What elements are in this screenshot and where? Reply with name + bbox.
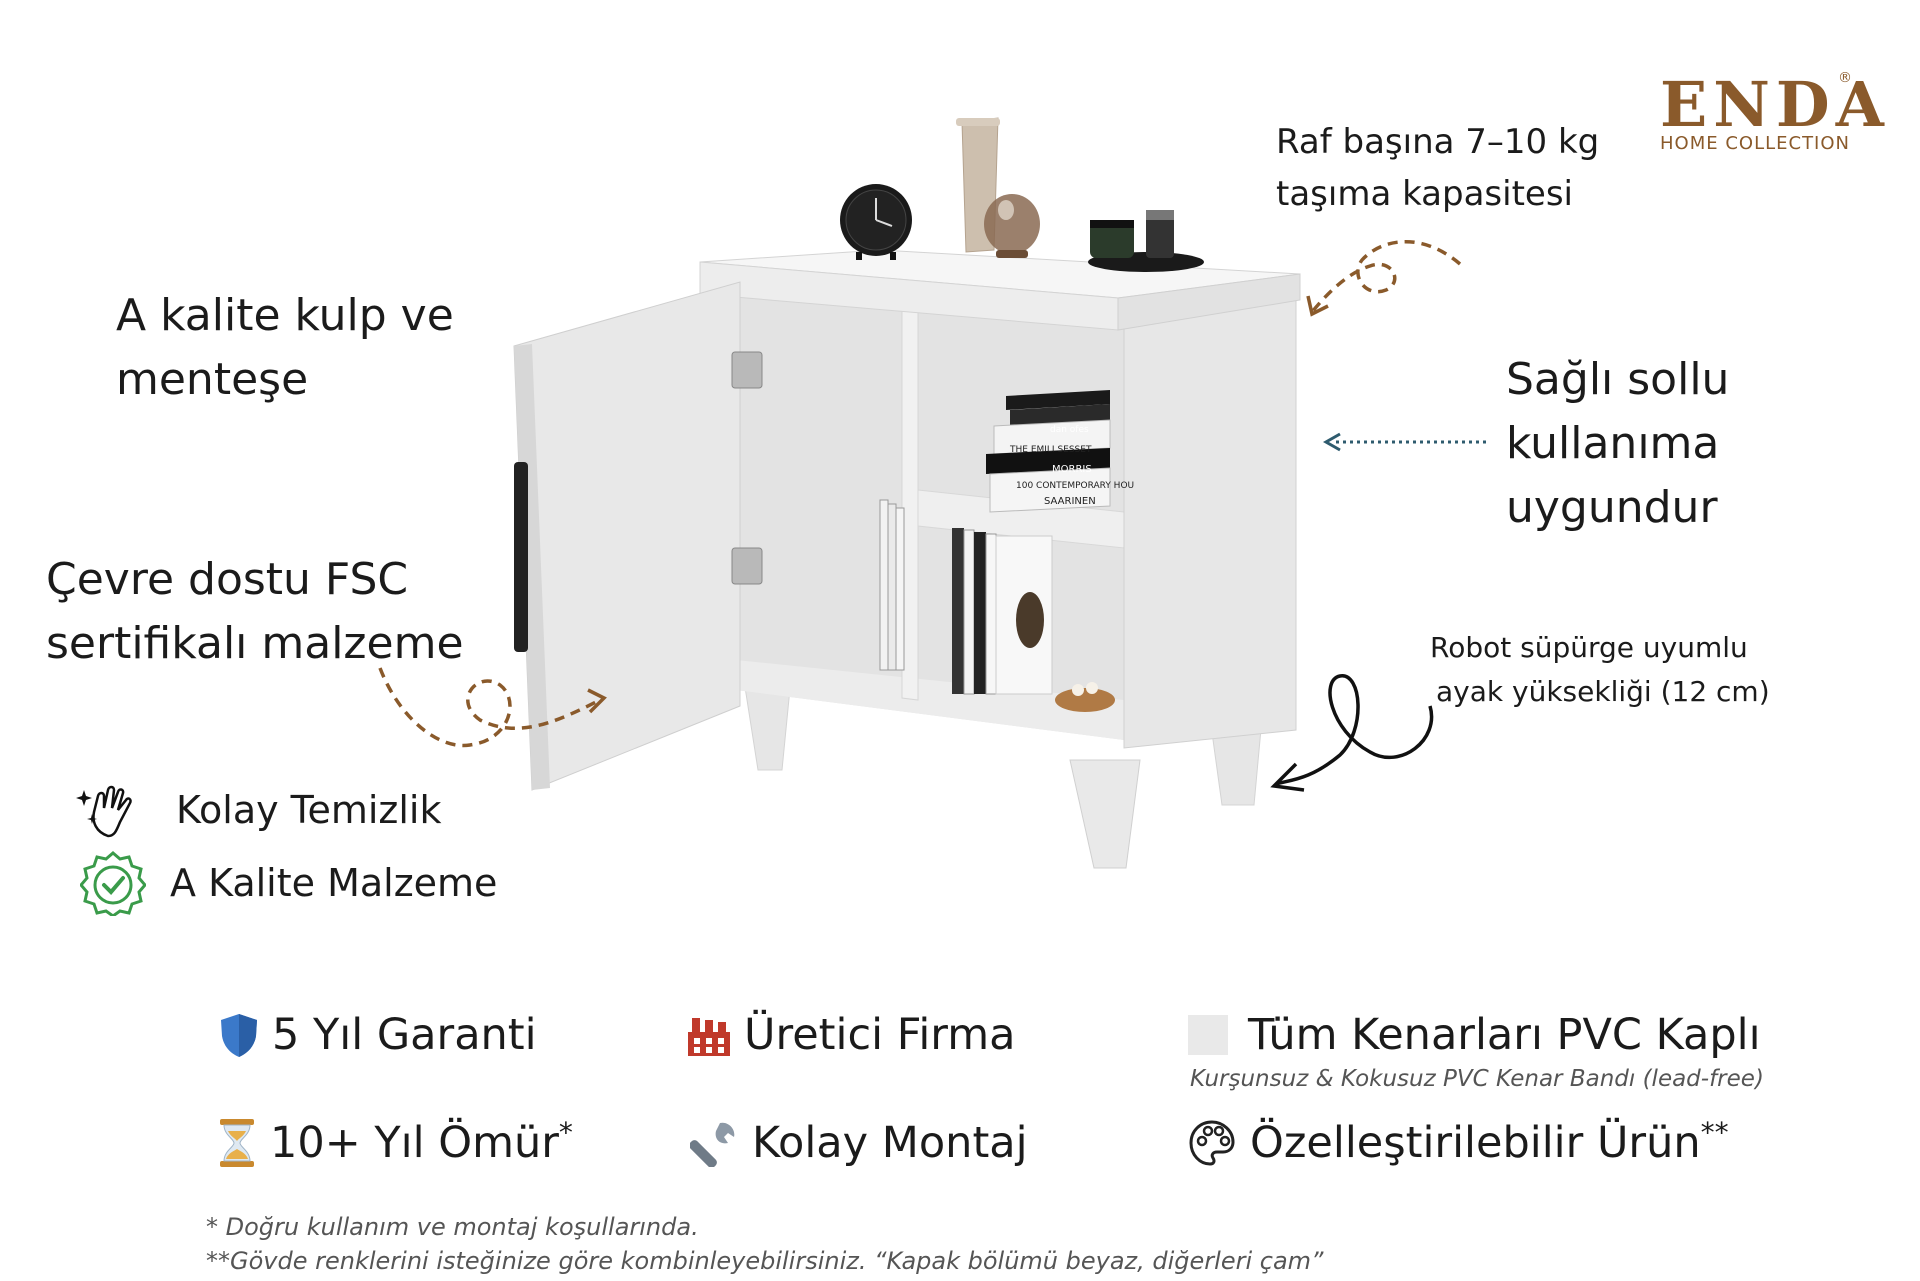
square-icon <box>1188 1015 1228 1055</box>
feature-label-text: Özelleştirilebilir Ürün <box>1250 1118 1701 1168</box>
book-title: THE EMILI SESSET <box>1009 445 1092 455</box>
fsc-arrow <box>378 667 601 748</box>
feature-assembly: Kolay Montaj <box>690 1118 1028 1168</box>
factory-icon <box>688 1018 730 1056</box>
feature-warranty: 5 Yıl Garanti <box>218 1010 537 1060</box>
feature-label: Kolay Montaj <box>752 1118 1028 1168</box>
door-handle <box>514 462 528 652</box>
badge-label: Kolay Temizlik <box>176 788 442 832</box>
callout-robot: Robot süpürge uyumlu ayak yüksekliği (12… <box>1430 626 1770 714</box>
book-title: dan ofes <box>1050 425 1089 435</box>
callout-capacity: Raf başına 7–10 kg taşıma kapasitesi <box>1276 116 1599 220</box>
book-title: 100 CONTEMPORARY HOU <box>1016 481 1134 491</box>
footnote-mark: * <box>558 1116 573 1149</box>
feature-label: 10+ Yıl Ömür* <box>270 1116 573 1168</box>
brand-logo: ENDA ® HOME COLLECTION <box>1660 68 1884 154</box>
callout-line: taşıma kapasitesi <box>1276 174 1574 214</box>
callout-line: Çevre dostu FSC <box>46 554 409 605</box>
callout-line: uygundur <box>1506 482 1718 533</box>
door-hinge <box>731 351 763 389</box>
callout-line: ayak yüksekliği (12 cm) <box>1436 675 1770 708</box>
feature-label: Tüm Kenarları PVC Kaplı <box>1248 1010 1761 1060</box>
capacity-arrow <box>1310 239 1462 314</box>
book-stack-top: dan ofes THE EMILI SESSET MORRIS 100 CON… <box>986 390 1134 513</box>
cabinet-leg <box>1069 759 1141 869</box>
badge-quality: A Kalite Malzeme <box>80 850 497 916</box>
feature-manufacturer: Üretici Firma <box>686 1010 1015 1060</box>
brand-tagline: HOME COLLECTION <box>1660 133 1850 154</box>
callout-line: menteşe <box>116 354 309 405</box>
callout-line: Sağlı sollu <box>1506 354 1730 405</box>
callout-line: sertifikalı malzeme <box>46 618 464 669</box>
shield-icon <box>221 1014 257 1057</box>
glass-ornament <box>984 194 1040 258</box>
book-title: MORRIS <box>1052 464 1092 475</box>
desk-clock <box>840 184 912 260</box>
footnote-mark: ** <box>1700 1116 1729 1149</box>
registered-mark: ® <box>1838 70 1852 86</box>
callout-line: A kalite kulp ve <box>116 290 454 341</box>
quality-check-icon <box>80 851 146 916</box>
hourglass-icon <box>220 1119 254 1167</box>
callout-sides: Sağlı sollu kullanıma uygundur <box>1506 348 1729 540</box>
book-title: SAARINEN <box>1044 496 1096 507</box>
wrench-icon <box>690 1122 735 1167</box>
feature-label: 5 Yıl Garanti <box>272 1010 537 1060</box>
callout-line: Raf başına 7–10 kg <box>1276 122 1600 162</box>
door-hinge <box>731 547 763 585</box>
footnotes: * Doğru kullanım ve montaj koşullarında.… <box>206 1210 1323 1278</box>
feature-label: Üretici Firma <box>744 1010 1016 1060</box>
hand-sparkle-icon <box>76 785 132 838</box>
book-stack-bottom <box>952 528 1115 712</box>
feature-pvc-subtext: Kurşunsuz & Kokusuz PVC Kenar Bandı (lea… <box>1190 1066 1764 1092</box>
feature-pvc: Tüm Kenarları PVC Kaplı <box>1188 1010 1761 1060</box>
tray-with-jars <box>1088 210 1204 272</box>
footnote: * Doğru kullanım ve montaj koşullarında. <box>206 1213 699 1241</box>
callout-fsc: Çevre dostu FSC sertifikalı malzeme <box>46 548 464 676</box>
book-stack-left <box>879 499 905 671</box>
palette-icon <box>1189 1120 1235 1166</box>
badge-easy-clean: Kolay Temizlik <box>76 778 441 842</box>
footnote: **Gövde renklerini isteğinize göre kombi… <box>206 1247 1324 1275</box>
callout-handle-hinge: A kalite kulp ve menteşe <box>116 284 454 412</box>
feature-lifetime: 10+ Yıl Ömür* <box>218 1116 573 1168</box>
cabinet-floor <box>736 660 1124 740</box>
callout-line: kullanıma <box>1506 418 1720 469</box>
callout-line: Robot süpürge uyumlu <box>1430 631 1748 664</box>
brand-name: ENDA <box>1660 68 1890 141</box>
feature-label: Özelleştirilebilir Ürün** <box>1250 1116 1729 1168</box>
robot-arrow <box>1275 674 1434 786</box>
badge-label: A Kalite Malzeme <box>170 861 498 905</box>
feature-custom: Özelleştirilebilir Ürün** <box>1188 1116 1729 1168</box>
feature-label-text: 10+ Yıl Ömür <box>270 1118 559 1168</box>
